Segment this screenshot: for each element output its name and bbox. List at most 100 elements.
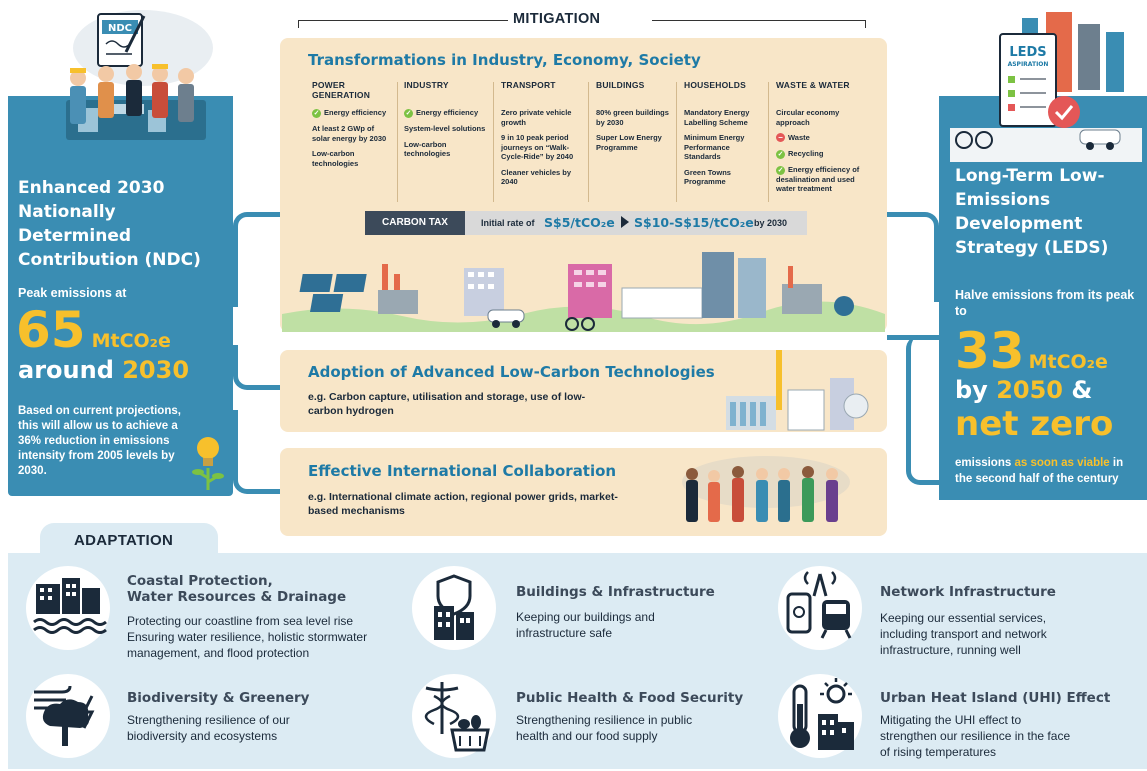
sector-item: 9 in 10 peak period journeys on “Walk-Cy… (501, 133, 574, 161)
sector-item: Super Low Energy Programme (596, 133, 662, 152)
connector-right-top (887, 212, 939, 302)
sector-divider (676, 82, 677, 202)
coastal-building-waves-icon (26, 566, 110, 650)
adaptation-item-title: Public Health & Food Security (516, 690, 744, 706)
adaptation-item-title: Network Infrastructure (880, 584, 1056, 600)
mitigation-rule-right (652, 20, 866, 21)
adoption-card (280, 350, 887, 432)
ndc-peak-text: Peak emissions at (18, 286, 127, 300)
sector-industry: INDUSTRY Energy efficiency System-level … (404, 80, 488, 165)
mitigation-rule-right-tick (865, 20, 866, 28)
svg-text:ASPIRATION: ASPIRATION (1008, 61, 1049, 68)
sector-item: Energy efficiency (404, 108, 488, 118)
leds-desc-line2: the second half of the century (955, 473, 1119, 485)
leds-big-number: 33 (955, 322, 1025, 380)
leds-description: emissions as soon as viable in the secon… (955, 455, 1147, 487)
adoption-subtitle: e.g. Carbon capture, utilisation and sto… (308, 391, 586, 417)
ndc-year: 2030 (122, 356, 190, 384)
lightbulb-icon (192, 437, 224, 490)
thermometer-sun-building-icon (778, 674, 862, 758)
sector-heading: WASTE & WATER (776, 80, 850, 90)
ndc-description: Based on current projections, this will … (18, 405, 181, 477)
ndc-document-icon: NDC (97, 13, 146, 67)
sector-households: HOUSEHOLDS Mandatory Energy Labelling Sc… (684, 80, 764, 193)
sector-heading: BUILDINGS (596, 80, 645, 90)
adaptation-item-description: Protecting our coastline from sea level … (127, 614, 368, 660)
sector-item: Mandatory Energy Labelling Scheme (684, 108, 750, 127)
sector-item: Energy efficiency of desalination and us… (776, 165, 872, 194)
sector-item: Green Towns Programme (684, 167, 731, 187)
ndc-around-word: around (18, 356, 114, 384)
sector-heading: TRANSPORT (501, 80, 556, 90)
leds-ampersand: & (1071, 376, 1093, 404)
adaptation-label: ADAPTATION (74, 532, 174, 549)
sector-waste-water: WASTE & WATER Circular economy approach … (776, 80, 872, 200)
sector-item: 80% green buildings by 2030 (596, 108, 669, 127)
sector-divider (493, 82, 494, 202)
transformations-title: Transformations in Industry, Economy, So… (308, 51, 701, 69)
low-carbon-plant-illustration (726, 350, 869, 431)
collaboration-title: Effective International Collaboration (308, 462, 617, 480)
sector-heading: INDUSTRY (404, 80, 449, 90)
people-handshake-illustration (682, 456, 850, 522)
adaptation-item-title: Biodiversity & Greenery (127, 690, 310, 706)
leds-panel (939, 96, 1147, 500)
sector-item: Energy efficiency (312, 108, 392, 118)
adoption-title: Adoption of Advanced Low-Carbon Technolo… (308, 363, 715, 381)
sector-divider (588, 82, 589, 202)
leds-desc-highlight: as soon as viable (1014, 457, 1110, 469)
sector-item: Minimum Energy Performance Standards (684, 133, 745, 161)
svg-text:LEDS: LEDS (1009, 45, 1046, 60)
leds-city-illustration: LEDS ASPIRATION (950, 12, 1142, 162)
sector-item: Zero private vehicle growth (501, 108, 572, 127)
sector-buildings: BUILDINGS 80% green buildings by 2030 Su… (596, 80, 672, 158)
leds-desc-prefix: emissions (955, 457, 1012, 469)
tree-wind-lightning-icon (26, 674, 110, 758)
sector-heading: HOUSEHOLDS (684, 80, 746, 90)
carbon-tax-label: CARBON TAX (365, 211, 465, 235)
sector-item: System-level solutions (404, 124, 486, 133)
leds-by-year: by 2050 & (955, 376, 1092, 404)
adaptation-item-title: Coastal Protection,Water Resources & Dra… (127, 573, 347, 605)
carbon-tax-by-text: by 2030 (754, 218, 788, 228)
sector-item: Cleaner vehicles by 2040 (501, 167, 572, 187)
sector-item: Waste (776, 133, 872, 143)
leds-net-zero: net zero (955, 404, 1114, 444)
carbon-tax-initial-text: Initial rate of (481, 218, 535, 228)
sector-item: Circular economy approach (776, 108, 840, 127)
sector-item: At least 2 GWp of solar energy by 2030 (312, 124, 387, 143)
leds-aspiration-document-icon: LEDS ASPIRATION (999, 33, 1057, 127)
adaptation-item-title: Urban Heat Island (UHI) Effect (880, 690, 1111, 706)
shield-building-icon (412, 566, 496, 650)
connector-left-bot (233, 410, 280, 494)
leds-by-word: by (955, 376, 988, 404)
adaptation-tab (40, 523, 218, 557)
carbon-tax-target-value: S$10-S$15/tCO₂e (634, 215, 754, 230)
city-industry-illustration (282, 252, 885, 332)
ndc-panel (8, 96, 233, 496)
leds-unit: MtCO₂e (1028, 351, 1108, 373)
mitigation-label: MITIGATION (513, 11, 601, 27)
adaptation-item-title: Buildings & Infrastructure (516, 584, 715, 600)
sector-divider (768, 82, 769, 202)
sector-item: Recycling (776, 149, 872, 159)
carbon-tax-arrow-icon (621, 216, 629, 228)
caduceus-food-basket-icon (412, 674, 496, 758)
ndc-unit: MtCO₂e (91, 330, 171, 352)
connector-left-mid (233, 345, 280, 390)
leds-title: Long-Term Low-Emissions Development Stra… (955, 166, 1109, 258)
ndc-title: Enhanced 2030 Nationally Determined Cont… (18, 178, 201, 270)
connector-left-top (233, 212, 280, 307)
ndc-team-illustration: NDC (66, 10, 213, 140)
sector-divider (397, 82, 398, 202)
carbon-tax-initial-value: S$5/tCO₂e (544, 215, 615, 230)
mitigation-rule-left (298, 20, 508, 21)
